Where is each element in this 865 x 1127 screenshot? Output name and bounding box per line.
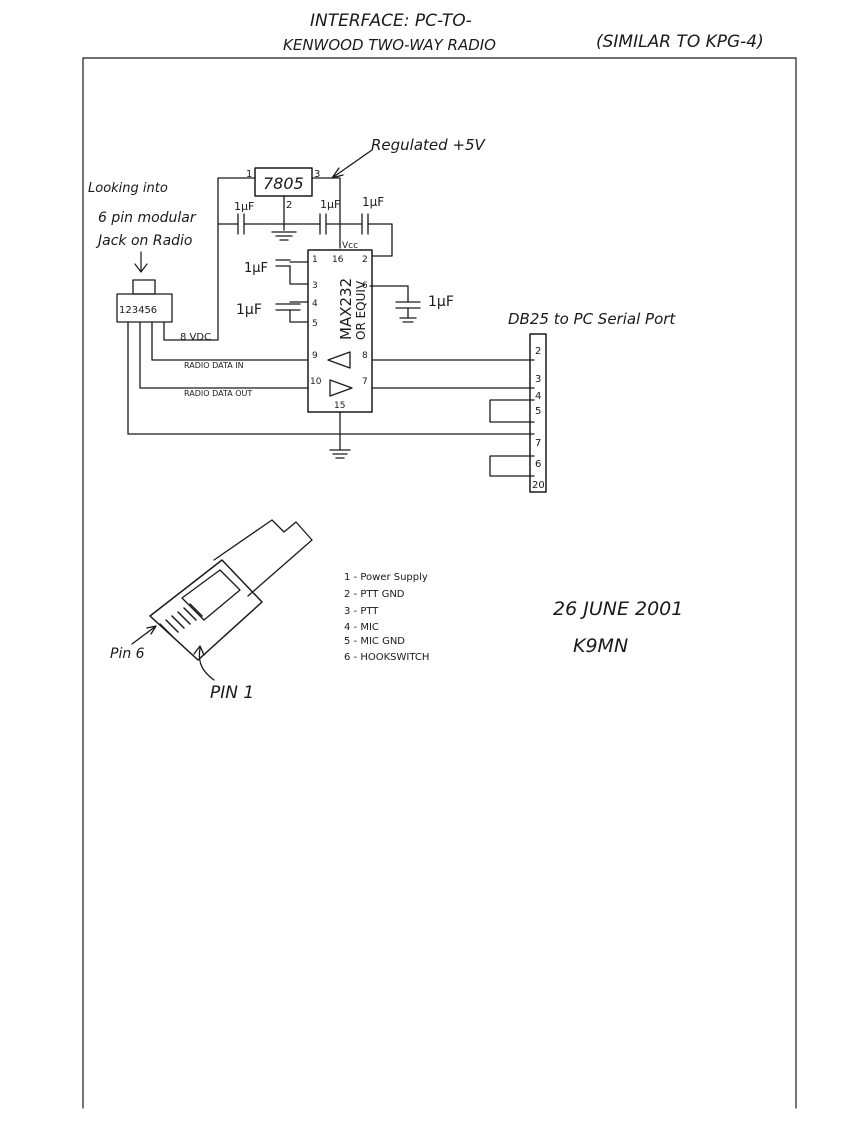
pinout-1: 1 - Power Supply bbox=[344, 572, 428, 583]
ic-equiv: OR EQUIV bbox=[354, 280, 368, 340]
ic-max232: Vcc MAX232 OR EQUIV 1 16 2 3 6 4 5 9 8 1… bbox=[307, 241, 373, 413]
jack-note-line2: 6 pin modular bbox=[98, 210, 197, 226]
db25-label: DB25 to PC Serial Port bbox=[508, 310, 676, 328]
radio-data-in-label: RADIO DATA IN bbox=[184, 361, 244, 370]
pinout-list: 1 - Power Supply 2 - PTT GND 3 - PTT 4 -… bbox=[344, 572, 429, 663]
title-line2: KENWOOD TWO-WAY RADIO bbox=[283, 36, 496, 54]
plug-pin6-arrow bbox=[131, 625, 157, 645]
regulator-7805: 7805 1 2 3 bbox=[246, 167, 320, 211]
reg-pin-3: 3 bbox=[314, 169, 320, 180]
plug-contacts bbox=[159, 603, 203, 637]
regulated-arrow bbox=[331, 149, 373, 179]
plug-pin1-label: PIN 1 bbox=[210, 683, 254, 703]
cap-label-c1: 1μF bbox=[244, 261, 268, 276]
signature-block: 26 JUNE 2001 K9MN bbox=[553, 598, 683, 657]
cap-label-input: 1μF bbox=[234, 200, 254, 213]
db25-pin-4: 4 bbox=[535, 391, 541, 402]
cap-label-output: 1μF bbox=[320, 198, 340, 211]
db25-pin-2: 2 bbox=[535, 346, 541, 357]
ic-pin-6: 6 bbox=[362, 281, 368, 291]
ic-pin-7: 7 bbox=[362, 377, 368, 387]
cap-label-pin2: 1μF bbox=[362, 195, 384, 209]
capacitor-labels: 1μF 1μF 1μF 1μF 1μF 1μF bbox=[234, 195, 454, 318]
ic-pin-1: 1 bbox=[312, 255, 318, 265]
jack-note-line3: Jack on Radio bbox=[95, 233, 193, 249]
db25-pin-6: 6 bbox=[535, 459, 541, 470]
db25-pin-7: 7 bbox=[535, 438, 541, 449]
cap-label-pin6: 1μF bbox=[428, 294, 454, 310]
ic-vcc-label: Vcc bbox=[342, 241, 358, 251]
plug-pin1-arrow bbox=[193, 645, 215, 681]
ic-pin-2: 2 bbox=[362, 255, 368, 265]
plug-latch bbox=[181, 569, 241, 621]
db25-pin-5: 5 bbox=[535, 406, 541, 417]
circuit-wires bbox=[127, 177, 535, 477]
regulator-label: 7805 bbox=[263, 174, 304, 193]
db25-pin-20: 20 bbox=[532, 480, 545, 491]
ic-pin-10: 10 bbox=[310, 377, 322, 387]
title-line1: INTERFACE: PC-TO- bbox=[310, 11, 472, 31]
pinout-3: 3 - PTT bbox=[344, 606, 379, 617]
vdc-label: 8 VDC bbox=[180, 332, 211, 343]
ic-pin-15: 15 bbox=[334, 401, 345, 411]
reg-pin-1: 1 bbox=[246, 169, 252, 180]
reg-pin-2: 2 bbox=[286, 200, 292, 211]
plug-cable bbox=[213, 519, 313, 597]
db25-pin-3: 3 bbox=[535, 374, 541, 385]
signature-callsign: K9MN bbox=[573, 635, 628, 657]
plug-pin6-label: Pin 6 bbox=[110, 646, 145, 662]
ic-pin-3: 3 bbox=[312, 281, 318, 291]
cap-label-c2: 1μF bbox=[236, 302, 262, 318]
ic-pin-16: 16 bbox=[332, 255, 344, 265]
radio-data-out-label: RADIO DATA OUT bbox=[184, 389, 252, 398]
signature-date: 26 JUNE 2001 bbox=[553, 598, 683, 620]
ic-pin-9: 9 bbox=[312, 351, 318, 361]
ic-name: MAX232 bbox=[337, 278, 355, 340]
header: INTERFACE: PC-TO- KENWOOD TWO-WAY RADIO … bbox=[283, 11, 764, 54]
title-note: (SIMILAR TO KPG-4) bbox=[596, 32, 764, 52]
page-frame bbox=[82, 57, 797, 1109]
ic-pin-8: 8 bbox=[362, 351, 368, 361]
pinout-6: 6 - HOOKSWITCH bbox=[344, 652, 429, 663]
jack-note: Looking into 6 pin modular Jack on Radio bbox=[88, 181, 197, 273]
db25-connector: DB25 to PC Serial Port 2 3 4 5 7 6 20 bbox=[508, 310, 676, 493]
pinout-4: 4 - MIC bbox=[344, 622, 379, 633]
plug-body bbox=[149, 559, 263, 661]
ic-pin-4: 4 bbox=[312, 299, 318, 309]
pinout-5: 5 - MIC GND bbox=[344, 636, 405, 647]
regulated-label: Regulated +5V bbox=[371, 136, 487, 154]
modular-plug-sketch: Pin 6 PIN 1 bbox=[110, 519, 313, 703]
jack-note-arrow bbox=[134, 251, 148, 273]
jack-pin-numbers: 123456 bbox=[119, 305, 157, 316]
modular-jack: 123456 bbox=[116, 279, 173, 323]
jack-note-line1: Looking into bbox=[88, 181, 168, 196]
pinout-2: 2 - PTT GND bbox=[344, 589, 405, 600]
ic-pin-5: 5 bbox=[312, 319, 318, 329]
